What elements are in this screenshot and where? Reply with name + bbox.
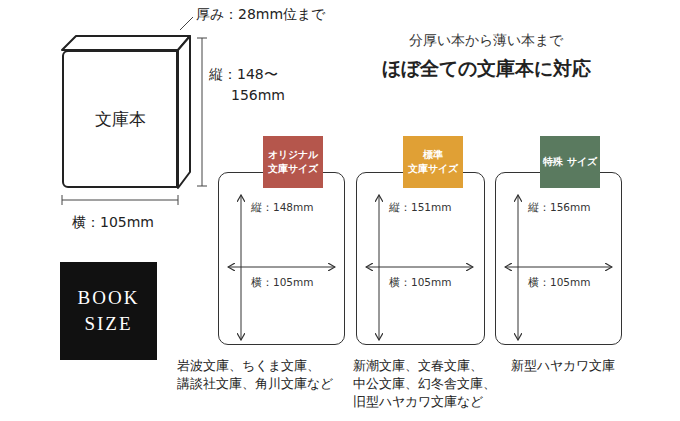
thickness-line [180,17,193,30]
dimension-text: 横：105mm [528,276,591,289]
size-tab: オリジナル 文庫サイズ [263,136,323,188]
book-front: 文庫本 [62,50,178,188]
size-card: 縦：151mm横：105mm新潮文庫、文春文庫、 中公文庫、幻冬舎文庫、 旧型ハ… [356,172,485,345]
book-illustration [62,36,190,188]
width-arrow [505,267,612,268]
width-tick [178,195,179,205]
height-line [202,38,203,186]
width-line [62,200,178,201]
publisher-list: 岩波文庫、ちくま文庫、 講談社文庫、角川文庫など [177,357,349,393]
width-arrow [228,267,335,268]
subheading: 分厚い本から薄い本まで [336,30,636,51]
book-side [178,36,190,188]
size-card: 縦：156mm横：105mm新型ハヤカワ文庫特殊 サイズ [495,172,622,345]
dimension-text: 縦：151mm [389,201,452,214]
width-tick [62,195,63,205]
size-tab: 特殊 サイズ [540,136,600,188]
box-label: 特殊 サイズ [543,155,597,169]
size-card: 縦：148mm横：105mm岩波文庫、ちくま文庫、 講談社文庫、角川文庫などオリ… [218,172,345,345]
box-label: 文庫本 [95,108,146,130]
book-top [62,36,190,50]
publisher-list: 新潮文庫、文春文庫、 中公文庫、幻冬舎文庫、 旧型ハヤカワ文庫など [353,357,503,411]
thickness-label: 厚み：28mm位まで [196,4,325,25]
title: ほぼ全ての文庫本に対応 [316,54,656,83]
dimension-text: 横：105mm [251,276,314,289]
size-arrows [228,195,612,340]
width-label: 横：105mm [72,212,154,233]
box-label: BOOK SIZE [69,285,149,336]
publisher-list: 新型ハヤカワ文庫 [511,357,661,375]
height-tick [197,38,207,39]
height-label: 縦：148〜 156mm [209,64,311,106]
dimension-text: 横：105mm [389,276,452,289]
box-label: 標準 文庫サイズ [406,148,460,176]
size-tab: 標準 文庫サイズ [403,136,463,188]
dimension-lines [62,17,207,205]
dimension-text: 縦：148mm [251,201,314,214]
book-size-badge: BOOK SIZE [60,262,157,360]
height-tick [197,186,207,187]
dimension-text: 縦：156mm [528,201,591,214]
box-label: オリジナル 文庫サイズ [266,148,320,176]
width-arrow [366,267,473,268]
